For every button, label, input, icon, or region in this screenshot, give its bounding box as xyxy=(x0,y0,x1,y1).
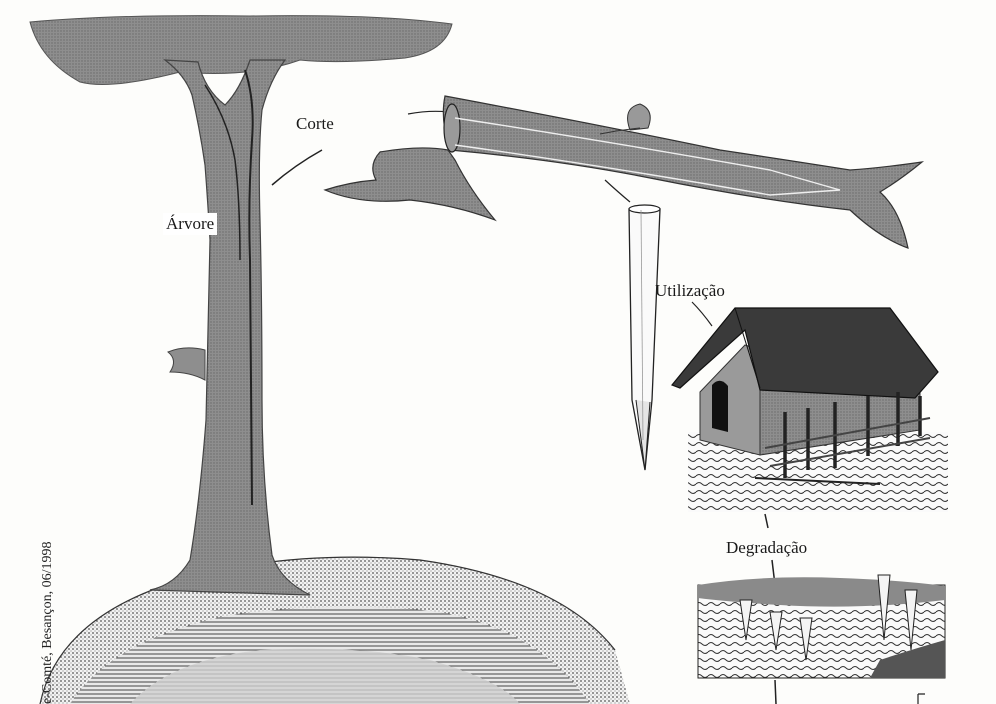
use-connector-line xyxy=(604,179,631,203)
felled-log-icon xyxy=(323,95,925,249)
house-connector-line xyxy=(691,301,713,327)
source-credit: e-Comté, Besançon, 06/1998 xyxy=(40,541,55,704)
stilt-house-icon xyxy=(671,307,948,512)
cut-connector-line xyxy=(271,149,323,186)
degradation-connector-line xyxy=(764,513,769,529)
soil-block-icon xyxy=(697,574,946,679)
cut-label: Corte xyxy=(296,114,334,133)
degradation-label: Degradação xyxy=(726,538,808,557)
log-pointer-line xyxy=(407,110,449,115)
use-label: Utilização xyxy=(655,281,725,300)
sharpened-stake-icon xyxy=(628,204,661,471)
corner-mark xyxy=(917,693,925,704)
bottom-connector-line xyxy=(774,679,777,704)
earth-ground-icon xyxy=(39,556,630,704)
tree-icon xyxy=(29,15,453,596)
tree-label: Árvore xyxy=(163,213,218,235)
